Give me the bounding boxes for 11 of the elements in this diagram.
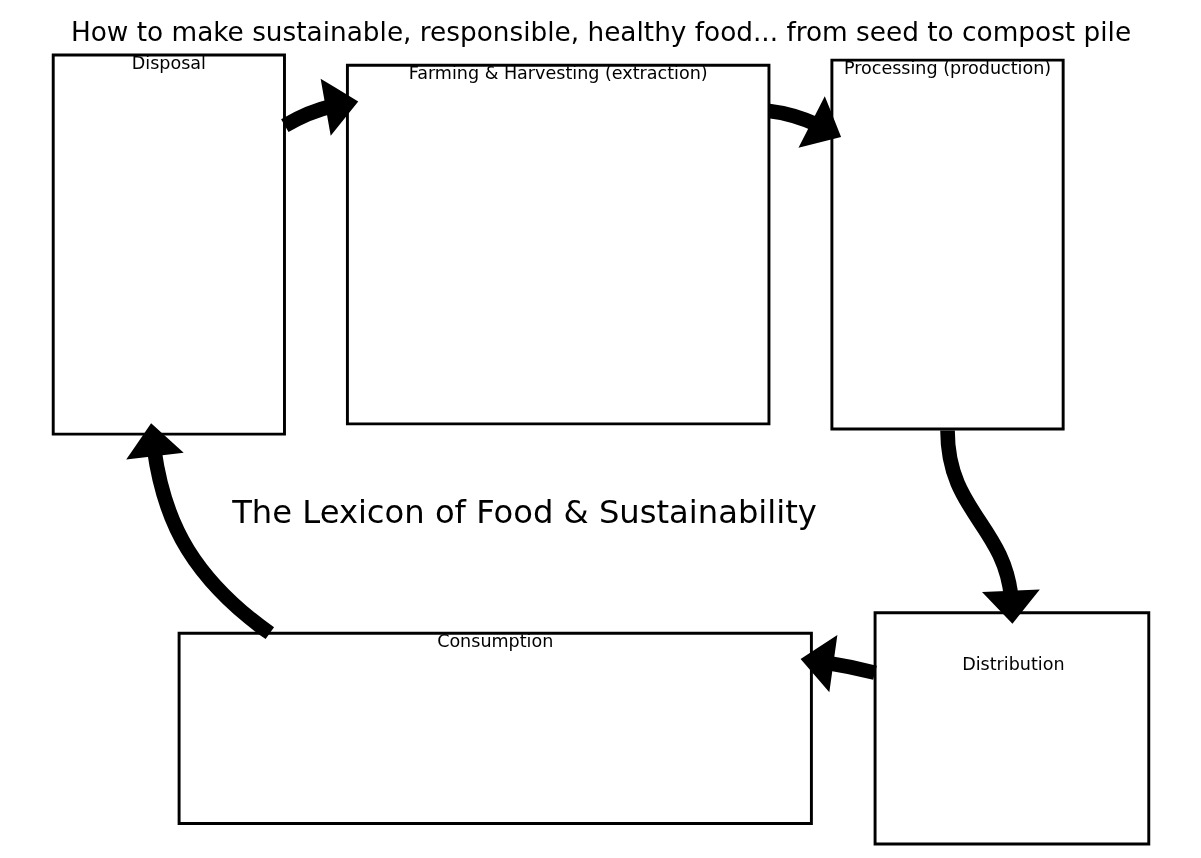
arrow xyxy=(939,430,1040,624)
node-box: Distribution xyxy=(873,611,1150,846)
arrow xyxy=(125,423,274,640)
node-box: Farming & Harvesting (extraction) xyxy=(345,63,770,426)
node-box: Disposal xyxy=(51,53,286,436)
node-box: Processing (production) xyxy=(829,58,1065,431)
label: The Lexicon of Food & Sustainability xyxy=(231,492,817,531)
node-box: Consumption xyxy=(177,631,813,825)
arrow xyxy=(800,634,877,693)
diagram-title: How to make sustainable, responsible, healthy food... from seed to compost pile xyxy=(70,16,1131,47)
arrow xyxy=(767,96,841,148)
